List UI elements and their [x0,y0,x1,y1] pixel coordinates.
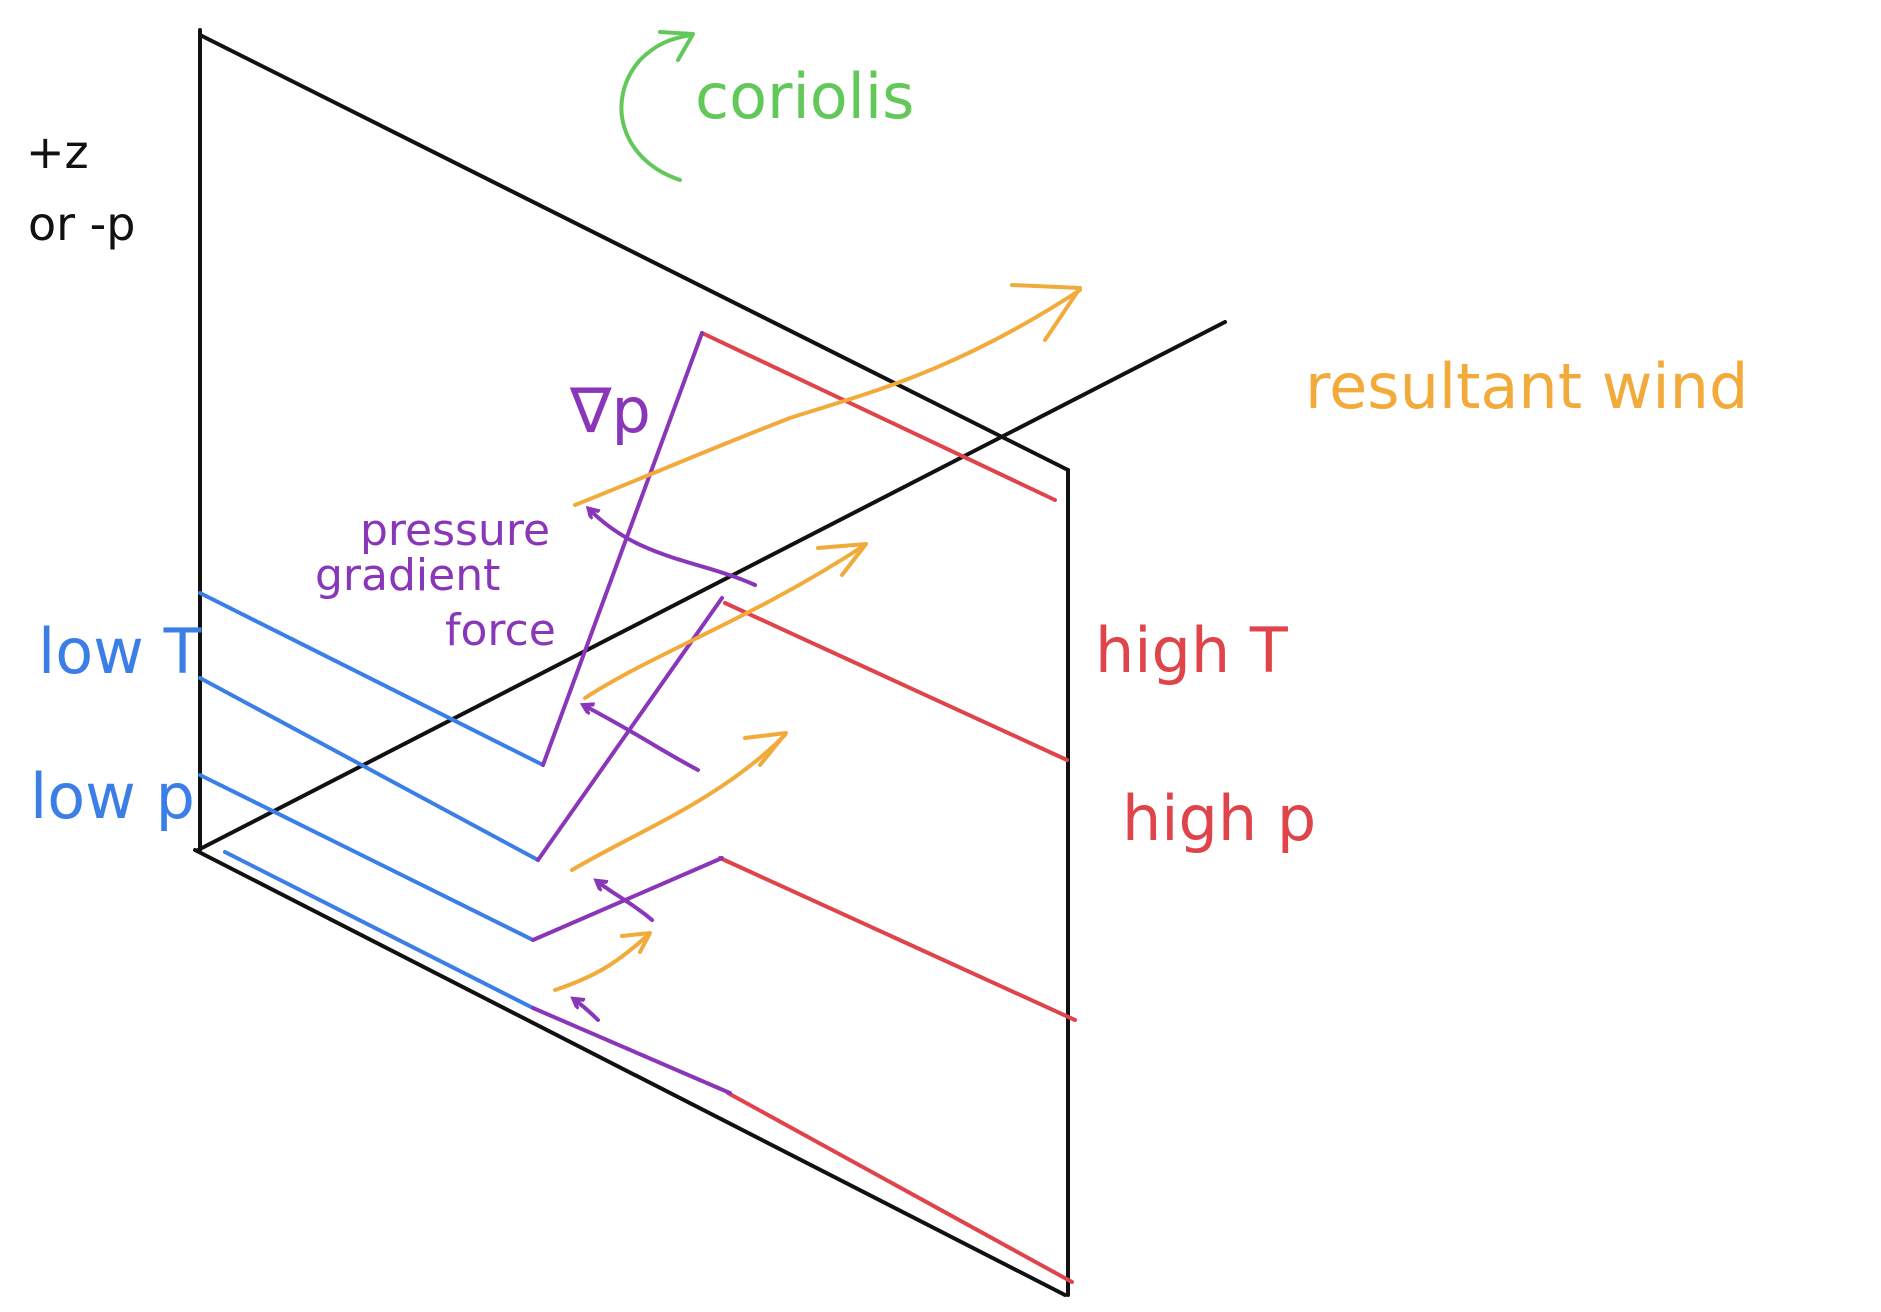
sloped-segment-1 [541,331,704,767]
z-axis-label-line1: +z [26,125,89,179]
high-isobar-4 [726,1091,1074,1284]
bottom-edge [193,848,1067,1297]
high-isobar-3 [718,856,1077,1022]
coriolis-label: coriolis [695,60,914,133]
pgf-label-line2: gradient [315,550,500,601]
wind-arrow-4 [553,933,650,992]
low-isobar-4 [223,850,535,1010]
high-isobar-2 [723,601,1069,762]
pgf-arrow-2 [585,706,700,772]
low-p-label: low p [30,760,195,833]
low-t-label: low T [38,615,203,688]
low-isobar-3 [198,773,535,942]
axes-frame [193,28,1227,1297]
wind-arrow-1 [573,288,1082,507]
pgf-arrows [575,510,757,1022]
resultant-wind-label: resultant wind [1305,350,1748,423]
high-isobar-1 [700,331,1057,502]
diagonal-axis [196,320,1227,852]
wind-arrow-3-head [743,731,788,767]
coriolis-arrow [619,30,695,182]
sloped-segment-3 [531,856,724,942]
low-isobar-1 [198,591,545,767]
wind-arrow-3 [570,733,787,872]
pgf-arrow-1 [590,510,757,587]
low-isobar-2 [198,676,540,862]
z-axis-label-line2: or -p [28,197,135,251]
low-isobars [198,591,545,1010]
top-edge [198,33,1070,472]
pgf-label-line3: force [445,605,556,656]
wind-arrow-4-head [620,931,652,954]
coriolis-arrowhead [658,30,695,62]
sloped-segment-4 [531,1006,732,1095]
high-t-label: high T [1095,614,1289,687]
wind-arrow-2 [583,543,867,700]
sloped-isobars [531,331,732,1095]
coriolis-curve [619,33,694,182]
wind-arrows [553,283,1082,992]
wind-arrow-2-head [816,542,868,577]
pgf-arrow-4 [575,1000,600,1022]
pgf-label-line1: pressure [360,505,550,556]
grad-p-label: ∇p [569,374,651,447]
wind-arrow-1-head [1010,283,1082,342]
pgf-arrow-3 [598,882,654,922]
high-p-label: high p [1122,782,1316,855]
high-isobars [700,331,1077,1284]
